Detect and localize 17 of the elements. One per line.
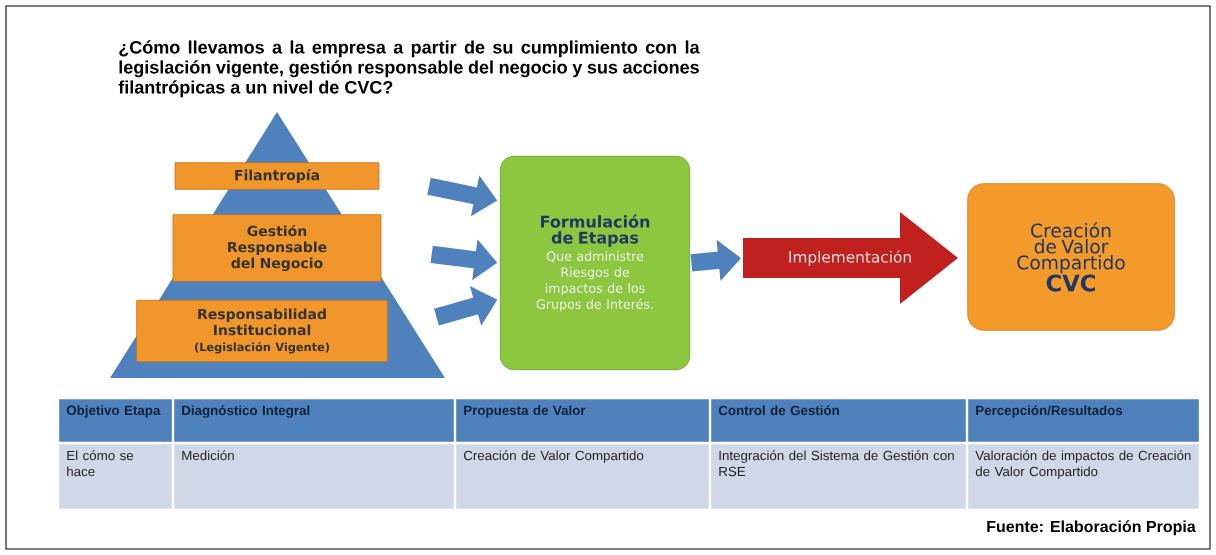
result-box: Creación de Valor Compartido CVC xyxy=(967,183,1175,331)
pyramid-band: Gestión Responsable del Negocio xyxy=(172,214,382,282)
pyramid-band: Filantropía xyxy=(174,162,380,190)
table-cell: Medición xyxy=(174,444,454,509)
table-cell: Objetivo Etapa xyxy=(59,399,172,442)
table-cell: Propuesta de Valor xyxy=(456,399,709,442)
title: ¿Cómo llevamos a la empresa a partir de su cumplimiento con la legislación vigente, gestión responsable del negocio y sus acciones filantrópicas a un nivel de CVC? xyxy=(118,40,700,98)
caption: Fuente: Elaboración Propia xyxy=(987,520,1196,536)
table-cell: Creación de Valor Compartido xyxy=(456,444,709,509)
table-cell: Valoración de impactos de Creación de Valor Compartido xyxy=(968,444,1199,509)
table-cell: Percepción/Resultados xyxy=(968,399,1199,442)
table-cell: Control de Gestión xyxy=(711,399,966,442)
table-cell: El cómo se hace xyxy=(59,444,172,509)
process-box: Formulación de Etapas Que administre Riesgos de impactos de los Grupos de Interés. xyxy=(499,155,691,371)
table-cell: Diagnóstico Integral xyxy=(174,399,454,442)
pyramid-band: Responsabilidad Institucional (Legislación Vigente) xyxy=(136,299,388,363)
table-cell: Integración del Sistema de Gestión con RSE xyxy=(711,444,966,509)
